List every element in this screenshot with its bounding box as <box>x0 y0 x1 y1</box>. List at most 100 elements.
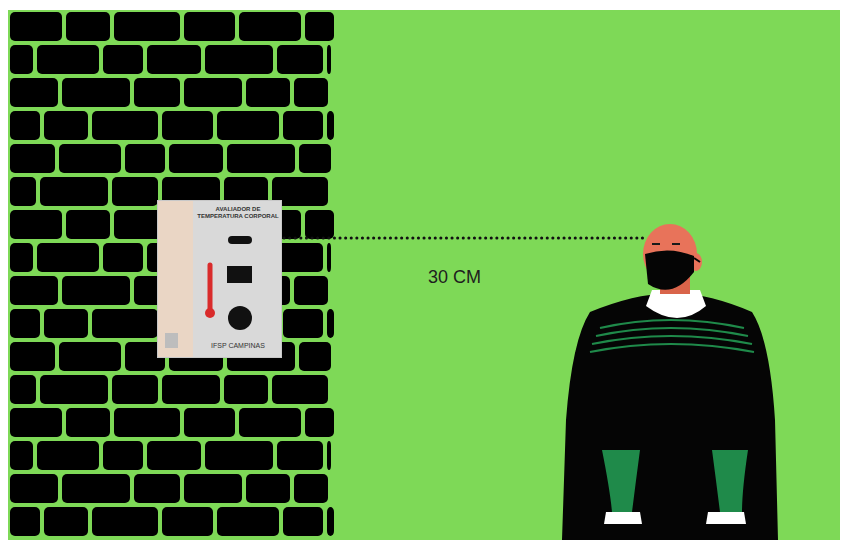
brick <box>103 45 143 74</box>
brick <box>114 12 180 41</box>
brick <box>224 375 268 404</box>
brick <box>239 408 301 437</box>
brick <box>10 441 33 470</box>
brick <box>305 210 334 239</box>
shirt-collar <box>646 290 706 318</box>
device-title: AVALIADOR DE TEMPERATURA CORPORAL <box>194 206 282 220</box>
temperature-device: AVALIADOR DE TEMPERATURA CORPORAL IFSP CA… <box>157 200 282 358</box>
brick <box>283 309 323 338</box>
brick <box>10 408 62 437</box>
brick <box>277 243 323 272</box>
sweater-stripe <box>590 344 754 352</box>
brick <box>62 276 130 305</box>
brick <box>10 78 58 107</box>
brick <box>327 45 331 74</box>
brick <box>299 144 331 173</box>
brick <box>37 45 99 74</box>
sweater <box>562 294 778 540</box>
brick <box>272 375 328 404</box>
brick <box>59 342 121 371</box>
brick <box>305 12 334 41</box>
brick <box>114 408 180 437</box>
brick <box>294 78 328 107</box>
brick <box>92 111 158 140</box>
sweater-stripe <box>592 336 752 344</box>
brick <box>92 507 158 536</box>
brick <box>44 507 88 536</box>
pocket-accent <box>602 450 640 512</box>
brick <box>92 309 158 338</box>
brick <box>10 177 36 206</box>
brick <box>44 111 88 140</box>
brick <box>184 78 242 107</box>
brick <box>59 144 121 173</box>
brick <box>205 45 273 74</box>
brick <box>37 441 99 470</box>
brick <box>112 177 158 206</box>
brick <box>294 474 328 503</box>
pocket-accent <box>712 450 748 512</box>
sweater-stripe <box>596 328 748 336</box>
brick <box>246 474 290 503</box>
brick <box>162 507 213 536</box>
brick <box>10 45 33 74</box>
brick <box>227 144 295 173</box>
brick <box>10 12 62 41</box>
brick <box>10 507 40 536</box>
brick <box>103 441 143 470</box>
brick <box>10 210 62 239</box>
brick <box>299 342 331 371</box>
distance-line <box>284 237 646 240</box>
brick <box>103 243 143 272</box>
brick <box>37 243 99 272</box>
green-background <box>8 10 840 540</box>
brick <box>327 243 331 272</box>
sweater-stripe <box>600 320 744 328</box>
eyebrow <box>652 243 660 245</box>
brick <box>327 441 331 470</box>
brick <box>162 375 220 404</box>
brick <box>246 78 290 107</box>
brick <box>66 210 110 239</box>
mask-strap <box>694 258 700 262</box>
brick <box>112 375 158 404</box>
brick <box>169 144 223 173</box>
brick <box>66 12 110 41</box>
brick <box>305 408 334 437</box>
brick <box>184 12 235 41</box>
brick <box>147 441 201 470</box>
brick <box>40 375 108 404</box>
cuff <box>604 512 642 524</box>
device-maker: IFSP CAMPINAS <box>194 341 282 350</box>
brick-wall <box>10 12 334 540</box>
brick <box>184 474 242 503</box>
brick <box>134 78 180 107</box>
brick <box>10 243 33 272</box>
brick <box>66 408 110 437</box>
brick <box>277 45 323 74</box>
brick <box>10 342 55 371</box>
distance-label: 30 CM <box>428 267 481 288</box>
brick <box>147 45 201 74</box>
brick <box>162 111 213 140</box>
brick <box>134 474 180 503</box>
brick <box>217 507 279 536</box>
brick <box>327 309 334 338</box>
brick <box>10 111 40 140</box>
brick <box>327 507 334 536</box>
brick <box>294 276 328 305</box>
brick <box>125 144 165 173</box>
brick <box>327 111 334 140</box>
brick <box>283 111 323 140</box>
brick <box>283 507 323 536</box>
brick <box>239 12 301 41</box>
cuff <box>706 512 746 524</box>
brick <box>184 408 235 437</box>
brick <box>10 309 40 338</box>
brick <box>62 474 130 503</box>
brick <box>62 78 130 107</box>
person-figure <box>562 224 778 540</box>
brick <box>217 111 279 140</box>
